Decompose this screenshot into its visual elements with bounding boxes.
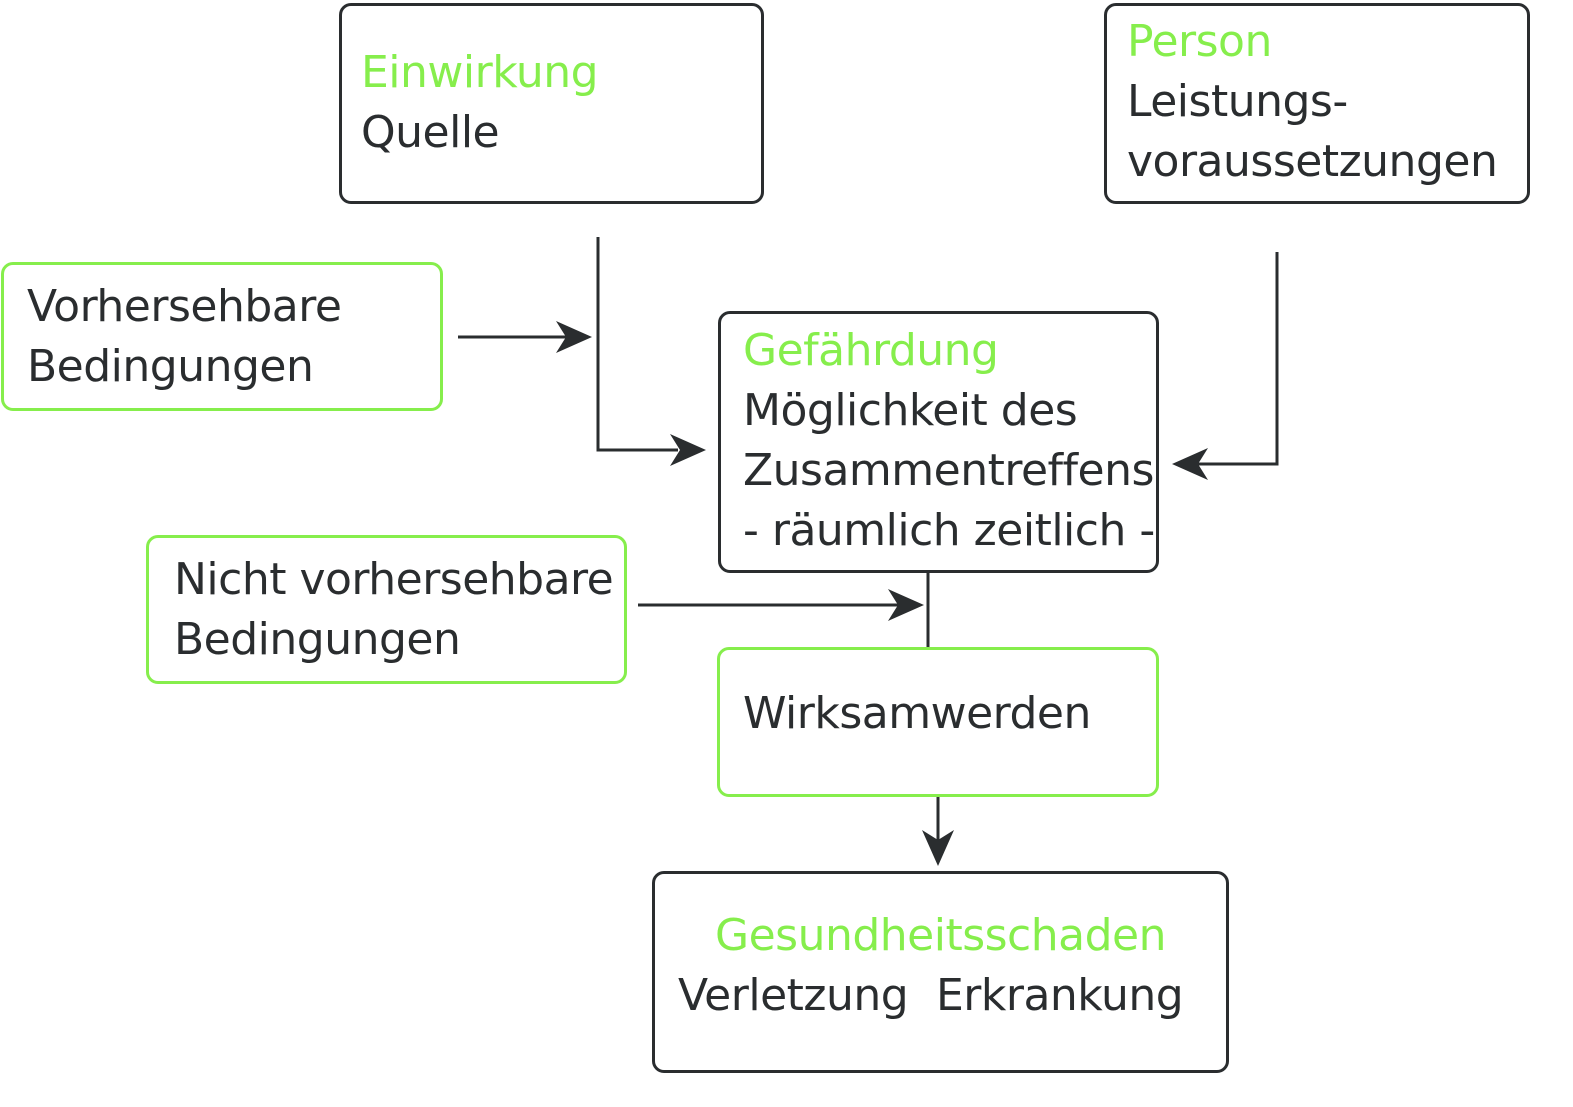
gefaehrdung-text-line2: Zusammentreffens xyxy=(743,445,1154,496)
arrow-head-einwirkung-gefaehrdung xyxy=(670,434,706,466)
gefaehrdung-text-line1: Möglichkeit des xyxy=(743,385,1078,436)
node-gefaehrdung xyxy=(718,311,1159,573)
arrow-head-vorhersehbare xyxy=(556,321,592,353)
vorhersehbare-text-line2: Bedingungen xyxy=(27,341,314,392)
nicht-vorhersehbare-text-line1: Nicht vorhersehbare xyxy=(174,554,614,605)
edge-person-to-gefaehrdung xyxy=(1198,252,1279,466)
nicht-vorhersehbare-text-line2: Bedingungen xyxy=(174,614,461,665)
wirksamwerden-text: Wirksamwerden xyxy=(743,688,1091,739)
node-nicht-vorhersehbare-bedingungen xyxy=(146,535,627,684)
arrow-head-nicht-vorhersehbare xyxy=(888,589,924,621)
gefaehrdung-text-line3: - räumlich zeitlich - xyxy=(743,505,1155,556)
gesundheitsschaden-title: Gesundheitsschaden xyxy=(714,910,1167,961)
gefaehrdung-title: Gefährdung xyxy=(743,325,999,376)
node-vorhersehbare-bedingungen xyxy=(1,262,443,411)
edge-einwirkung-to-gefaehrdung xyxy=(596,237,678,452)
node-wirksamwerden xyxy=(717,647,1159,797)
einwirkung-text: Quelle xyxy=(361,107,500,158)
gesundheitsschaden-verletzung: Verletzung xyxy=(678,970,909,1021)
einwirkung-title: Einwirkung xyxy=(361,47,599,98)
node-einwirkung xyxy=(339,3,764,204)
node-gesundheitsschaden xyxy=(652,871,1229,1073)
person-text-line1: Leistungs- xyxy=(1127,76,1348,127)
person-text-line2: voraussetzungen xyxy=(1127,136,1498,187)
arrow-head-person-gefaehrdung xyxy=(1172,448,1208,480)
arrow-head-wirksamwerden-gesundheitsschaden xyxy=(922,830,954,866)
person-title: Person xyxy=(1127,16,1272,67)
node-person xyxy=(1104,3,1530,204)
gesundheitsschaden-erkrankung: Erkrankung xyxy=(936,970,1184,1021)
vorhersehbare-text-line1: Vorhersehbare xyxy=(27,281,342,332)
